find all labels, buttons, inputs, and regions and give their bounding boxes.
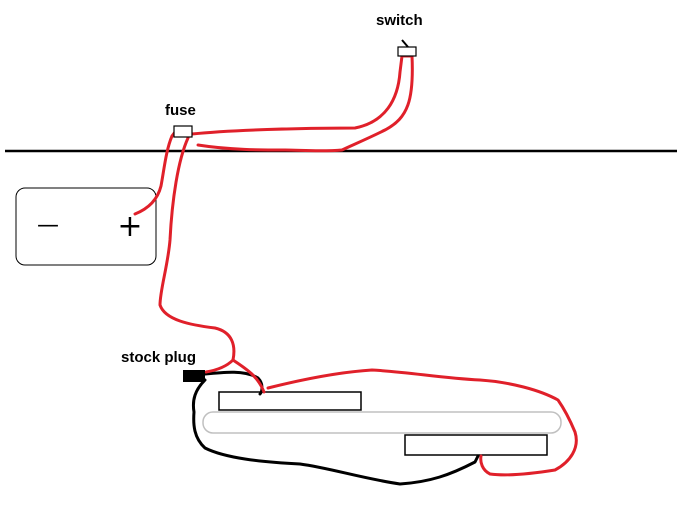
light-bar-tube (202, 411, 562, 434)
plug-to-lightbar-wire (231, 358, 578, 477)
fuse-label: fuse (165, 102, 196, 119)
upper-mount-block (218, 391, 362, 411)
fuse-to-switch-wire (190, 54, 414, 153)
battery-negative-terminal: — (37, 213, 59, 238)
fuse-icon (173, 125, 193, 138)
lower-mount-block (404, 434, 548, 456)
switch-label: switch (376, 12, 423, 29)
switch-lever (401, 39, 409, 48)
fuse-to-plug-wire (158, 136, 236, 374)
switch-body (397, 46, 417, 57)
battery-positive-terminal: + (117, 209, 142, 244)
battery-to-fuse-wire (133, 130, 177, 216)
battery-body (15, 187, 157, 266)
stock-plug-icon (183, 370, 205, 382)
stock-plug-label: stock plug (121, 349, 196, 366)
ground-wire (191, 370, 480, 486)
switch-icon (397, 39, 417, 57)
battery: — + (15, 187, 157, 266)
